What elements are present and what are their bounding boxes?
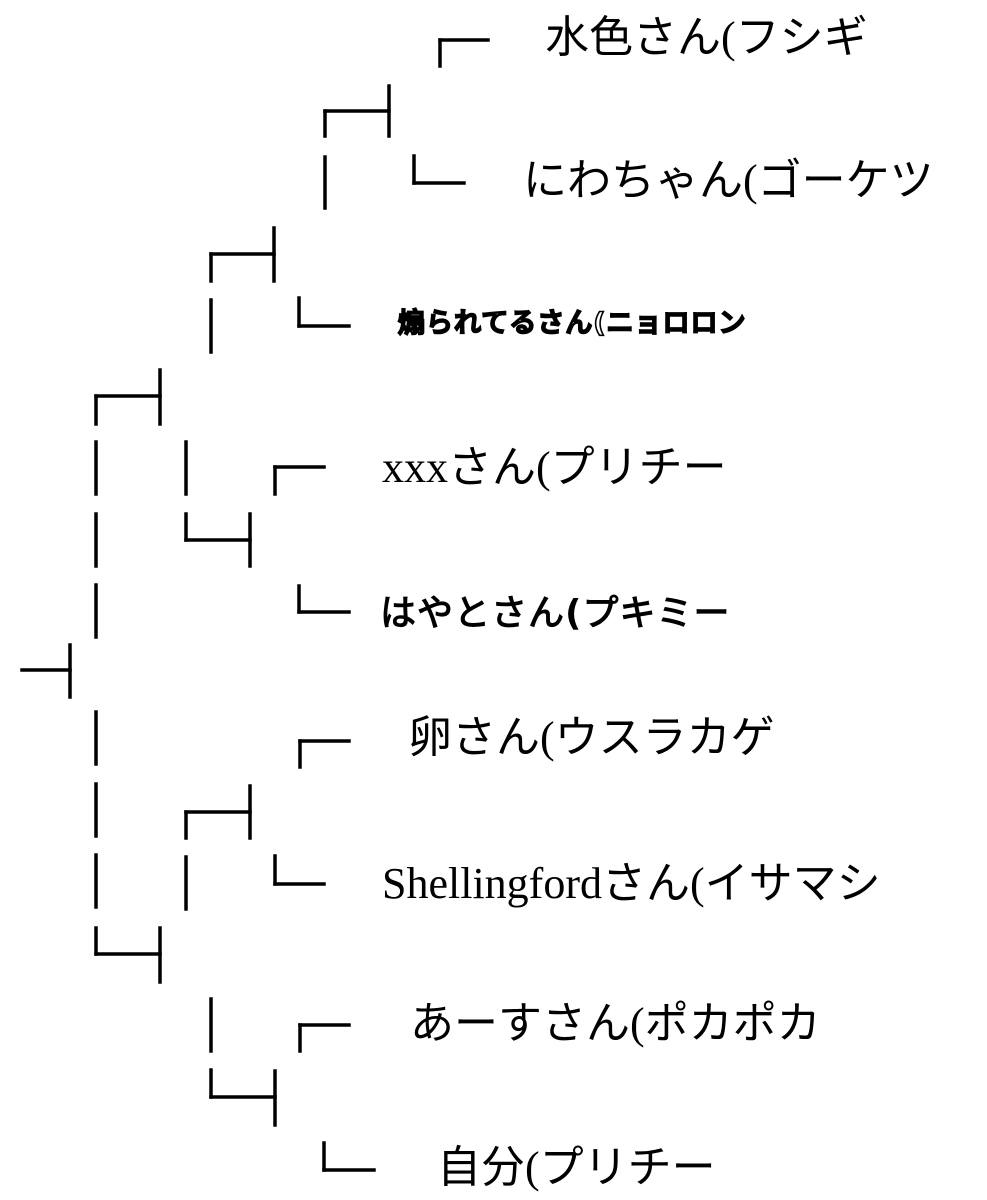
- entry-label: あーすさん(ポカポカ: [410, 999, 821, 1048]
- entry-label: 水色さん(フシギ: [545, 13, 868, 62]
- entry-label: 煽られてるさん(ニョロロン: [397, 308, 747, 339]
- entry-label: xxxさん(プリチー: [382, 443, 727, 492]
- entry-label: はやとさん(プキミー: [380, 593, 731, 634]
- entry-label: Shellingfordさん(イサマシ: [382, 859, 881, 908]
- entry-label: 卵さん(ウスラカゲ: [408, 713, 775, 762]
- entry-label: にわちゃん(ゴーケツ: [523, 156, 934, 205]
- entry-label: 自分(プリチー: [437, 1143, 716, 1192]
